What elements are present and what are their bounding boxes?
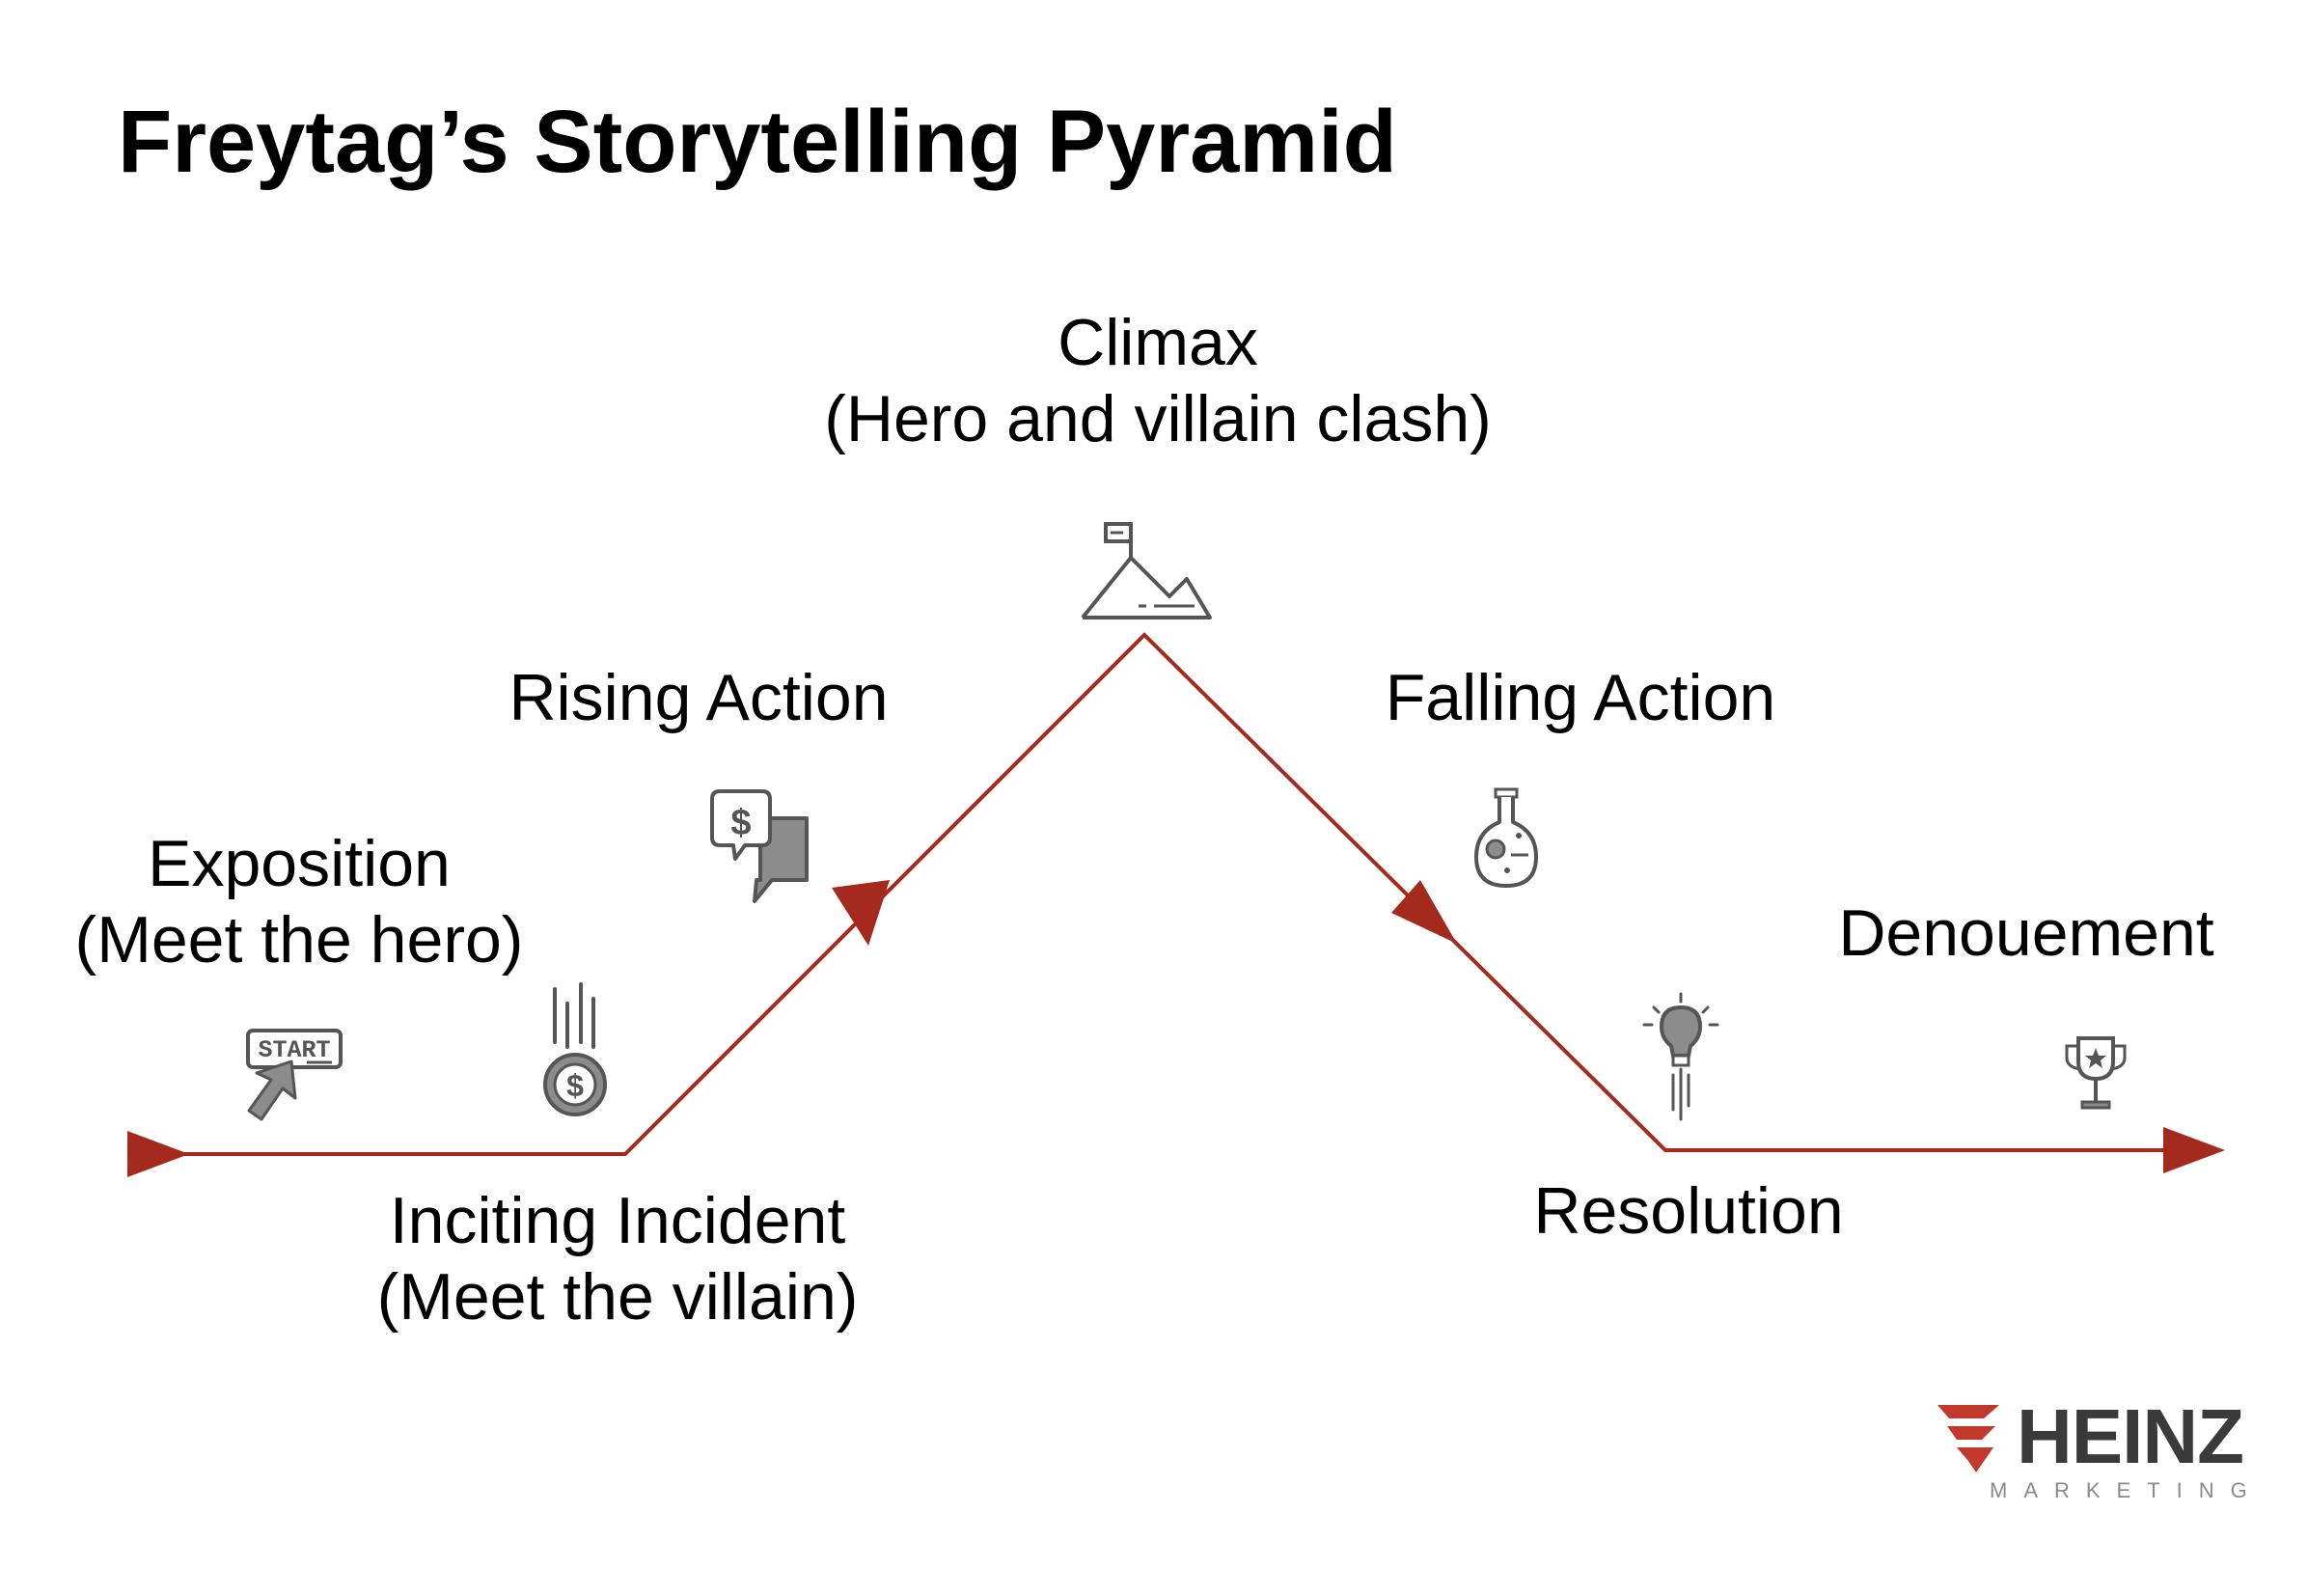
denouement-title: Denouement <box>1838 896 2214 970</box>
end-arrowhead <box>2163 1127 2225 1173</box>
mountain-flag-icon <box>1081 522 1212 619</box>
inciting-incident-label: Inciting Incident (Meet the villain) <box>357 1183 878 1335</box>
svg-text:$: $ <box>566 1068 584 1103</box>
slide-title: Freytag’s Storytelling Pyramid <box>118 93 1397 191</box>
start-button-text: START <box>258 1036 330 1064</box>
falling-coin-icon: $ <box>543 982 607 1116</box>
logo-tagline: MARKETING <box>1990 1478 2264 1502</box>
logo-wordmark: HEINZ <box>2017 1393 2244 1479</box>
story-arc-line <box>176 632 2196 1156</box>
inciting-incident-subtitle: (Meet the villain) <box>376 1260 859 1334</box>
falling-action-title: Falling Action <box>1385 661 1776 734</box>
denouement-label: Denouement <box>1814 895 2239 972</box>
trophy-icon <box>2065 1036 2127 1110</box>
heinz-marketing-logo: HEINZ MARKETING <box>1937 1393 2247 1507</box>
inciting-incident-title: Inciting Incident <box>389 1184 846 1257</box>
money-chat-icon: $ <box>710 789 809 903</box>
climax-subtitle: (Hero and villain clash) <box>824 382 1492 455</box>
flask-icon <box>1474 787 1538 888</box>
falling-arrowhead <box>1391 880 1457 944</box>
svg-text:$: $ <box>730 803 751 843</box>
exposition-subtitle: (Meet the hero) <box>74 903 524 977</box>
climax-label: Climax (Hero and villain clash) <box>791 305 1525 457</box>
rising-arrowhead <box>832 880 890 946</box>
heinz-chevron-logo-icon <box>1937 1405 1999 1472</box>
start-button-cursor-icon: START <box>246 1029 343 1121</box>
start-arrowhead <box>127 1131 189 1177</box>
resolution-label: Resolution <box>1507 1173 1870 1250</box>
rising-action-title: Rising Action <box>508 661 889 734</box>
exposition-label: Exposition (Meet the hero) <box>54 826 544 978</box>
lightbulb-rocket-icon <box>1642 992 1719 1121</box>
climax-title: Climax <box>1058 306 1258 379</box>
resolution-title: Resolution <box>1533 1174 1844 1248</box>
falling-action-label: Falling Action <box>1359 660 1802 736</box>
exposition-title: Exposition <box>148 827 451 900</box>
rising-action-label: Rising Action <box>488 660 909 736</box>
